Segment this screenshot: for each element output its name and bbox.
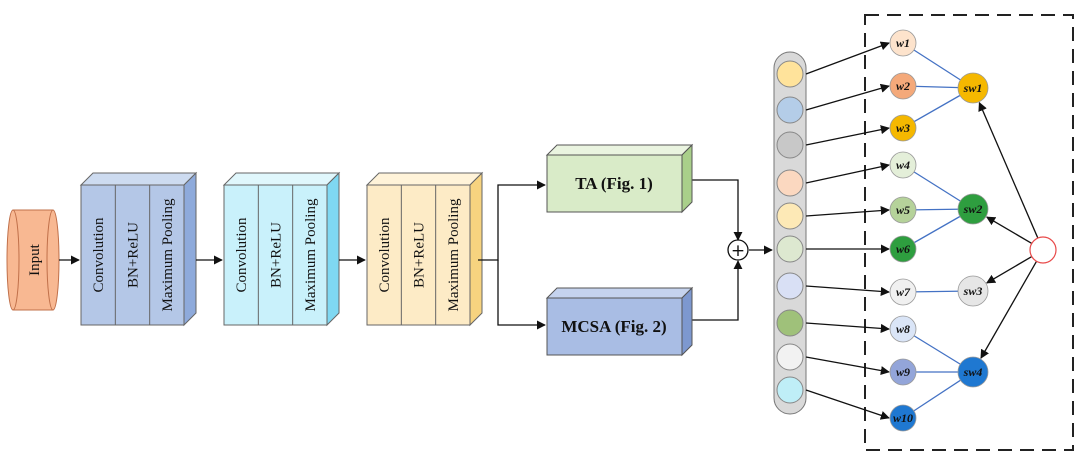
weight-node-label: w6 bbox=[896, 242, 910, 256]
weight-node-6: w6 bbox=[889, 235, 917, 263]
weight-nodes: w1 w2 w3 w4 w5 w6 w7 w8 w9 w10 bbox=[889, 29, 917, 432]
weight-node-1: w1 bbox=[889, 29, 917, 57]
feature-circle-8 bbox=[776, 309, 804, 337]
stage-arrows bbox=[59, 179, 773, 330]
feature-to-weight-arrow bbox=[805, 206, 890, 217]
sum-node: + bbox=[727, 239, 749, 261]
shared-weight-node-label: sw4 bbox=[963, 365, 983, 379]
feature-circles bbox=[776, 60, 804, 404]
shared-weight-node-4: sw4 bbox=[957, 356, 989, 388]
weight-node-9: w9 bbox=[889, 358, 917, 386]
conv-block-1-layer-2: BN+ReLU bbox=[126, 222, 142, 288]
weight-node-7: w7 bbox=[889, 278, 917, 306]
weight-node-label: w1 bbox=[896, 36, 910, 50]
weights-region bbox=[864, 14, 1074, 451]
weight-node-label: w3 bbox=[896, 121, 910, 135]
hub-arrow-3 bbox=[986, 256, 1033, 284]
conv-block-3: Convolution BN+ReLU Maximum Pooling bbox=[365, 171, 484, 327]
shared-weight-node-3: sw3 bbox=[957, 275, 989, 307]
conv-block-2-layer-3: Maximum Pooling bbox=[303, 198, 319, 311]
feature-to-weight-arrow bbox=[805, 322, 890, 333]
conv-block-3-layer-3: Maximum Pooling bbox=[446, 198, 462, 311]
feature-circle-7 bbox=[776, 272, 804, 300]
sum-symbol: + bbox=[731, 241, 745, 261]
shared-weight-node-2: sw2 bbox=[957, 193, 989, 225]
feature-circle-10 bbox=[776, 376, 804, 404]
feature-circle-9 bbox=[776, 343, 804, 371]
conv-block-3-layer-2: BN+ReLU bbox=[412, 222, 428, 288]
shared-weight-node-label: sw2 bbox=[963, 202, 983, 216]
conv-block-3-layer-1: Convolution bbox=[377, 217, 393, 293]
feature-to-weight-arrow bbox=[805, 162, 890, 184]
feature-circle-2 bbox=[776, 96, 804, 124]
input-label: Input bbox=[27, 243, 43, 275]
shared-weight-node-1: sw1 bbox=[957, 72, 989, 104]
feature-circle-1 bbox=[776, 60, 804, 88]
feature-circle-5 bbox=[776, 202, 804, 230]
feature-to-weight-arrow bbox=[805, 389, 890, 420]
feature-circle-3 bbox=[776, 131, 804, 159]
weight-node-5: w5 bbox=[889, 196, 917, 224]
weight-node-label: w8 bbox=[896, 322, 910, 336]
feature-to-weight-arrow bbox=[805, 125, 890, 146]
feature-circle-4 bbox=[776, 169, 804, 197]
shared-weight-nodes: sw1 sw2 sw3 sw4 bbox=[957, 72, 989, 388]
weight-node-label: w10 bbox=[893, 411, 913, 425]
hub-arrow-2 bbox=[986, 216, 1033, 244]
weight-node-4: w4 bbox=[889, 151, 917, 179]
conv-block-2-layer-2: BN+ReLU bbox=[269, 222, 285, 288]
feature-to-weight-arrow bbox=[805, 83, 890, 111]
conv-block-1-layer-1: Convolution bbox=[91, 217, 107, 293]
weight-node-label: w7 bbox=[896, 285, 911, 299]
conv-block-2: Convolution BN+ReLU Maximum Pooling bbox=[222, 171, 341, 327]
shared-weight-node-label: sw3 bbox=[963, 284, 983, 298]
hub-arrow-1 bbox=[978, 101, 1039, 239]
feature-circle-6 bbox=[776, 235, 804, 263]
feature-to-weight-arrow bbox=[805, 285, 890, 296]
weight-node-label: w9 bbox=[896, 365, 910, 379]
feature-to-weight-arrow bbox=[805, 41, 890, 75]
mcsa-box: MCSA (Fig. 2) bbox=[545, 286, 694, 357]
weight-node-3: w3 bbox=[889, 114, 917, 142]
feature-to-weight-arrow bbox=[805, 356, 890, 376]
input-node: Input bbox=[6, 209, 60, 311]
hub-arrows bbox=[978, 101, 1039, 359]
shared-weight-node-label: sw1 bbox=[963, 81, 983, 95]
weight-node-10: w10 bbox=[889, 404, 917, 432]
weight-node-label: w2 bbox=[896, 79, 910, 93]
conv-block-1-layer-3: Maximum Pooling bbox=[160, 198, 176, 311]
weight-arrows bbox=[805, 41, 890, 420]
conv-block-2-layer-1: Convolution bbox=[234, 217, 250, 293]
weight-node-label: w5 bbox=[896, 203, 910, 217]
hub-node bbox=[1029, 236, 1057, 264]
weight-node-2: w2 bbox=[889, 72, 917, 100]
conv-block-1: Convolution BN+ReLU Maximum Pooling bbox=[79, 171, 198, 327]
hub-arrow-4 bbox=[980, 260, 1038, 359]
mcsa-label: MCSA (Fig. 2) bbox=[561, 317, 666, 336]
ta-label: TA (Fig. 1) bbox=[575, 174, 653, 193]
ta-box: TA (Fig. 1) bbox=[545, 143, 694, 214]
weight-node-8: w8 bbox=[889, 315, 917, 343]
weight-node-label: w4 bbox=[896, 158, 910, 172]
